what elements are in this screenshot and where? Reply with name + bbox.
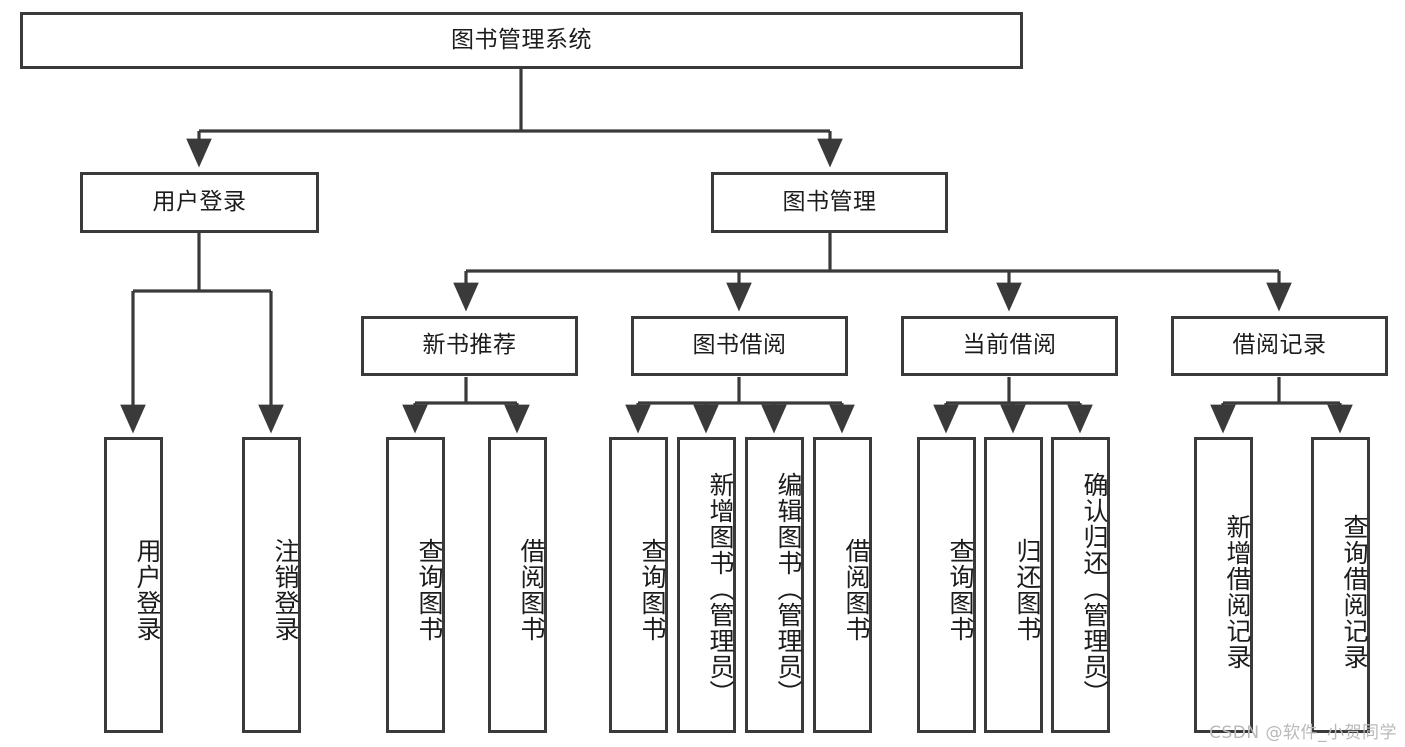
node-borrow-record-label: 借阅记录: [1232, 332, 1327, 359]
leaf-newbook-query-book-label: 查询图书: [415, 538, 444, 642]
leaf-newbook-borrow-book-label: 借阅图书: [517, 538, 546, 642]
node-current-borrow[interactable]: 当前借阅: [901, 316, 1118, 376]
node-new-book-recommend-label: 新书推荐: [422, 332, 517, 359]
leaf-borrow-add-book-admin[interactable]: 新增图书（管理员）: [677, 437, 736, 733]
leaf-user-login-label: 用户登录: [133, 538, 162, 642]
leaf-record-query-borrow-record-label: 查询借阅记录: [1340, 514, 1369, 670]
leaf-user-login[interactable]: 用户登录: [104, 437, 163, 733]
leaf-borrow-query-book-label: 查询图书: [638, 538, 667, 642]
node-book-borrow[interactable]: 图书借阅: [631, 316, 848, 376]
leaf-borrow-query-book[interactable]: 查询图书: [609, 437, 668, 733]
node-borrow-record[interactable]: 借阅记录: [1171, 316, 1388, 376]
leaf-newbook-query-book[interactable]: 查询图书: [386, 437, 445, 733]
node-book-management-label: 图书管理: [782, 188, 877, 215]
node-new-book-recommend[interactable]: 新书推荐: [361, 316, 578, 376]
leaf-record-add-borrow-record[interactable]: 新增借阅记录: [1194, 437, 1253, 733]
leaf-record-add-borrow-record-label: 新增借阅记录: [1223, 514, 1252, 670]
leaf-current-confirm-return-admin-label: 确认归还（管理员）: [1080, 472, 1109, 706]
leaf-current-query-book-label: 查询图书: [946, 538, 975, 642]
leaf-current-query-book[interactable]: 查询图书: [917, 437, 976, 733]
node-root-label: 图书管理系统: [451, 26, 592, 53]
leaf-logout[interactable]: 注销登录: [242, 437, 301, 733]
leaf-newbook-borrow-book[interactable]: 借阅图书: [488, 437, 547, 733]
node-current-borrow-label: 当前借阅: [962, 332, 1057, 359]
leaf-borrow-borrow-book[interactable]: 借阅图书: [813, 437, 872, 733]
leaf-borrow-edit-book-admin-label: 编辑图书（管理员）: [774, 472, 803, 706]
leaf-borrow-add-book-admin-label: 新增图书（管理员）: [706, 472, 735, 706]
leaf-record-query-borrow-record[interactable]: 查询借阅记录: [1311, 437, 1370, 733]
leaf-borrow-edit-book-admin[interactable]: 编辑图书（管理员）: [745, 437, 804, 733]
leaf-logout-label: 注销登录: [271, 538, 300, 642]
node-user-login[interactable]: 用户登录: [80, 172, 319, 233]
node-user-login-label: 用户登录: [152, 188, 247, 215]
leaf-current-confirm-return-admin[interactable]: 确认归还（管理员）: [1051, 437, 1110, 733]
leaf-borrow-borrow-book-label: 借阅图书: [842, 538, 871, 642]
leaf-current-return-book[interactable]: 归还图书: [984, 437, 1043, 733]
node-book-management[interactable]: 图书管理: [711, 172, 948, 233]
leaf-current-return-book-label: 归还图书: [1013, 538, 1042, 642]
node-book-borrow-label: 图书借阅: [692, 332, 787, 359]
node-root-book-management-system[interactable]: 图书管理系统: [20, 12, 1023, 69]
